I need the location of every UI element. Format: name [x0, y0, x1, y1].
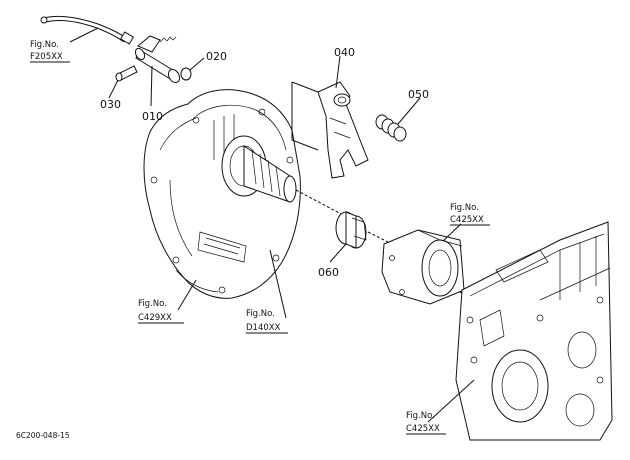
shift-arm-drawing	[134, 35, 181, 84]
bracket-line	[291, 81, 319, 93]
spline-shaft-drawing	[221, 135, 361, 225]
ref-label-d140xx: Fig.No. D140XX	[246, 309, 288, 334]
transmission-case-drawing	[455, 221, 613, 441]
ref-label-f205xx: Fig.No. F205XX	[30, 40, 70, 63]
fig-code-text: C425XX	[450, 215, 484, 225]
o-ring-020-drawing	[180, 67, 192, 81]
fig-no-text: Fig.No.	[450, 203, 479, 213]
shift-cable-drawing	[40, 15, 135, 45]
bearing-housing-drawing	[381, 229, 465, 305]
fig-no-text: Fig.No.	[406, 411, 435, 421]
ref-label-c425xx-upper: Fig.No. C425XX	[450, 203, 490, 226]
bracket-line	[291, 82, 319, 151]
spring-050-drawing	[375, 114, 407, 142]
pin-030-drawing	[115, 65, 138, 82]
part-number-020: 020	[206, 50, 227, 63]
part-number-040: 040	[334, 46, 355, 59]
fig-code-text: F205XX	[30, 52, 63, 62]
part-number-030: 030	[100, 98, 121, 111]
part-number-010: 010	[142, 110, 163, 123]
fig-code-text: C429XX	[138, 313, 172, 323]
fig-code-text: D140XX	[246, 323, 281, 333]
part-number-060: 060	[318, 266, 339, 279]
drawing-code: 6C200-048-15	[16, 431, 70, 440]
fig-no-text: Fig.No.	[30, 40, 59, 50]
ref-label-c425xx-lower: Fig.No. C425XX	[406, 411, 446, 435]
leader-lines	[69, 27, 475, 423]
part-number-050: 050	[408, 88, 429, 101]
shifter-collar-060-drawing	[335, 211, 367, 249]
shift-fork-040-drawing	[317, 81, 369, 179]
fig-no-text: Fig.No.	[246, 309, 275, 319]
fig-no-text: Fig.No.	[138, 299, 167, 309]
ref-label-c429xx: Fig.No. C429XX	[138, 299, 184, 324]
fig-code-text: C425XX	[406, 424, 440, 434]
